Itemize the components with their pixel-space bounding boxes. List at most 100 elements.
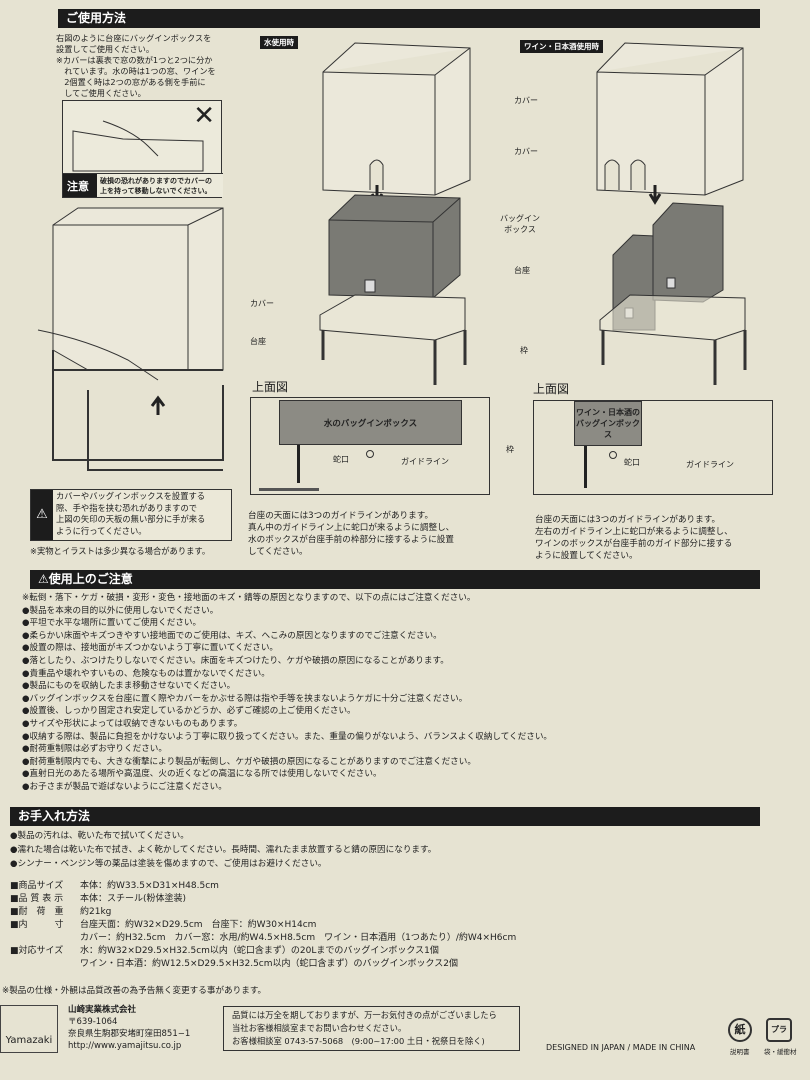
- cover-on-base-illustration: [37, 207, 224, 471]
- usage-intro: 右図のように台座にバッグインボックスを 設置してご使用ください。 ※カバーは裏表…: [56, 33, 216, 99]
- precaution-item: ●平坦で水平な場所に置いてご使用ください。: [22, 618, 202, 629]
- faucet-label: 蛇口: [624, 458, 640, 467]
- caption-line: してください。: [248, 547, 308, 557]
- intro-line: してご使用ください。: [56, 88, 146, 98]
- warning-line: ように行ってください。: [56, 525, 147, 536]
- precaution-item: ●柔らかい床面やキズつきやすい接地面でのご使用は、キズ、へこみの原因となりますの…: [22, 630, 442, 641]
- guideline-label: ガイドライン: [401, 457, 449, 466]
- precaution-item: ●設置後、しっかり固定され安定しているかどうか、必ずご確認の上ご使用ください。: [22, 706, 356, 717]
- precaution-item: ●耐荷重制限内でも、大きな衝撃により製品が転倒し、ケガや破損の原因になることがあ…: [22, 756, 476, 767]
- spec-value: ワイン・日本酒：約W12.5×D29.5×H32.5cm以内（蛇口含まず）のバッ…: [80, 959, 458, 969]
- intro-line: 右図のように台座にバッグインボックスを: [56, 33, 212, 43]
- precaution-item: ●製品を本来の目的以外に使用しないでください。: [22, 605, 219, 616]
- care-item: ●シンナー・ベンジン等の薬品は塗装を傷めますので、ご使用はお避けください。: [10, 859, 327, 869]
- spec-key: [10, 958, 80, 971]
- company-info: 山崎実業株式会社 〒639-1064 奈良県生駒郡安堵町窪田851−1 http…: [68, 1004, 190, 1052]
- usage-header: ご使用方法: [58, 9, 760, 28]
- caption-line: 台座の天面には3つのガイドラインがあります。: [248, 511, 434, 521]
- arrow-down-icon: [297, 445, 300, 483]
- precaution-item: ※転倒・落下・ケガ・破損・変形・変色・接地面のキズ・錆等の原因となりますので、以…: [22, 593, 476, 603]
- specs-table: ■商品サイズ 本体：約W33.5×D31×H48.5cm ■品 質 表 示 本体：ス…: [10, 880, 516, 971]
- spec-row: ■対応サイズ 水：約W32×D29.5×H32.5cm以内（蛇口含まず）の20Lま…: [10, 945, 516, 958]
- spec-row: ■品 質 表 示 本体：スチール(粉体塗装): [10, 893, 516, 906]
- arrow-down-icon: [584, 446, 587, 488]
- spec-row: ■商品サイズ 本体：約W33.5×D31×H48.5cm: [10, 880, 516, 893]
- caution-illustration: ✕ 注意 破損の恐れがありますのでカバーの 上を持って移動しないでください。: [62, 100, 223, 198]
- illustration-note: ※実物とイラストは多少異なる場合があります。: [30, 546, 211, 556]
- spec-value: 水：約W32×D29.5×H32.5cm以内（蛇口含まず）の20Lまでのバッグイ…: [80, 946, 439, 956]
- precaution-item: ●サイズや形状によっては収納できないものもあります。: [22, 718, 243, 729]
- guideline-label: ガイドライン: [686, 460, 734, 469]
- wine-bag-box: ワイン・日本酒の バッグインボックス: [574, 401, 642, 446]
- label-frame: 枠: [520, 346, 528, 355]
- customer-contact-box: 品質には万全を期しておりますが、万一お気付きの点がございましたら 当社お客様相談…: [223, 1006, 520, 1051]
- warning-triangle-icon: ⚠: [31, 490, 53, 540]
- spec-note: ※製品の仕様・外観は品質改善の為予告無く変更する事があります。: [2, 986, 267, 996]
- spec-key: ■商品サイズ: [10, 881, 64, 891]
- precaution-item: ●バッグインボックスを台座に置く際やカバーをかぶせる際は指や手等を挟まないようケ…: [22, 693, 468, 704]
- label-cover-window: カバー: [514, 147, 538, 156]
- caution-label: 注意: [63, 174, 97, 197]
- spec-value: カバー：約H32.5cm カバー窓：水用/約W4.5×H8.5cm ワイン・日本…: [80, 933, 517, 943]
- faucet-label: 蛇口: [333, 455, 349, 464]
- warning-line: 際、手や指を挟む恐れがありますので: [56, 502, 198, 513]
- label-bag-in-box: バッグイン ボックス: [500, 214, 540, 234]
- precaution-item: ●貴重品や壊れやすいもの、危険なものは置かないでください。: [22, 668, 270, 679]
- label-cover: カバー: [250, 299, 274, 308]
- care-list: ●製品の汚れは、乾いた布で拭いてください。 ●濡れた場合は乾いた布で拭き、よく乾…: [10, 829, 436, 871]
- caption-line: 水のボックスが台座手前の枠部分に接するように設置: [248, 535, 454, 545]
- precaution-item: ●耐荷重制限は必ずお守りください。: [22, 744, 167, 755]
- care-item: ●製品の汚れは、乾いた布で拭いてください。: [10, 831, 189, 841]
- caption-line: 左右のガイドライン上に蛇口が来るように調整し、: [535, 527, 733, 537]
- address: 奈良県生駒郡安堵町窪田851−1: [68, 1029, 191, 1039]
- caption-line: 台座の天面には3つのガイドラインがあります。: [535, 515, 721, 525]
- intro-line: れています。水の時は1つの窓、ワインを: [56, 66, 216, 76]
- care-item: ●濡れた場合は乾いた布で拭き、よく乾かしてください。長時間、濡れたまま放置すると…: [10, 845, 437, 855]
- spec-key: ■対応サイズ: [10, 946, 64, 956]
- intro-line: 設置してご使用ください。: [56, 44, 155, 54]
- wine-assembly-drawing: [596, 42, 747, 385]
- plan-title-wine: 上面図: [533, 382, 570, 396]
- spec-row: ■耐 荷 重 約21kg: [10, 906, 516, 919]
- hand-lifting-cover-drawing: [72, 120, 204, 172]
- water-caption: 台座の天面には3つのガイドラインがあります。 真ん中のガイドライン上に蛇口が来る…: [248, 510, 454, 558]
- plan-view-water: 水のバッグインボックス 蛇口 ガイドライン: [250, 397, 490, 495]
- intro-line: ※カバーは裏表で窓の数が1つと2つに分か: [56, 55, 213, 65]
- company-name: 山崎実業株式会社: [68, 1005, 137, 1015]
- precautions-header: ⚠使用上のご注意: [30, 570, 760, 589]
- spec-value: 台座天面：約W32×D29.5cm 台座下：約W30×H14cm: [80, 920, 317, 930]
- precaution-item: ●収納する際は、製品に負担をかけないよう丁寧に取り扱ってください。また、重量の偏…: [22, 731, 553, 742]
- water-use-title: 水使用時: [260, 36, 298, 49]
- origin-text: DESIGNED IN JAPAN / MADE IN CHINA: [546, 1043, 696, 1052]
- paper-recycle-label: 説明書: [730, 1048, 750, 1056]
- caution-text: 上を持って移動しないでください。: [100, 187, 212, 195]
- spec-row: ワイン・日本酒：約W12.5×D29.5×H32.5cm以内（蛇口含まず）のバッ…: [10, 958, 516, 971]
- precautions-list: ※転倒・落下・ケガ・破損・変形・変色・接地面のキズ・錆等の原因となりますので、以…: [22, 592, 552, 794]
- spec-value: 約21kg: [80, 907, 112, 917]
- paper-recycle-icon: 紙: [728, 1018, 752, 1042]
- spec-value: 本体：約W33.5×D31×H48.5cm: [80, 881, 219, 891]
- label-cover-top: カバー: [514, 96, 538, 105]
- plan-title-water: 上面図: [252, 380, 289, 394]
- faucet-icon: [609, 451, 617, 459]
- pinch-warning: ⚠ カバーやバッグインボックスを設置する 際、手や指を挟む恐れがありますので 上…: [30, 489, 232, 541]
- care-header: お手入れ方法: [10, 807, 760, 826]
- website-link[interactable]: http://www.yamajitsu.co.jp: [68, 1041, 182, 1051]
- caption-line: ワインのボックスが台座手前のガイド部分に接する: [535, 539, 733, 549]
- plan-view-wine: ワイン・日本酒の バッグインボックス 蛇口 ガイドライン: [533, 400, 773, 495]
- precaution-item: ●製品にものを収納したまま移動させないでください。: [22, 681, 236, 692]
- caption-line: ように設置してください。: [535, 551, 638, 561]
- warning-line: カバーやバッグインボックスを設置する: [56, 491, 206, 501]
- spec-key: ■品 質 表 示: [10, 894, 64, 904]
- precaution-item: ●設置の際は、接地面がキズつかないよう丁寧に置いてください。: [22, 643, 279, 654]
- wine-caption: 台座の天面には3つのガイドラインがあります。 左右のガイドライン上に蛇口が来るよ…: [535, 514, 733, 562]
- precaution-item: ●落としたり、ぶつけたりしないでください。床面をキズつけたり、ケガや破損の原因に…: [22, 655, 449, 666]
- spec-value: 本体：スチール(粉体塗装): [80, 894, 187, 904]
- faucet-icon: [366, 450, 374, 458]
- postal-code: 〒639-1064: [68, 1017, 118, 1027]
- intro-line: 2個置く時は2つの窓がある側を手前に: [56, 77, 206, 87]
- spec-key: ■耐 荷 重: [10, 907, 64, 917]
- plastic-recycle-label: 袋・緩衝材: [764, 1048, 797, 1056]
- contact-phone: お客様相談室 0743-57-5068 (9:00~17:00 土日・祝祭日を除…: [232, 1036, 485, 1046]
- spec-row: ■内 寸台座天面：約W32×D29.5cm 台座下：約W30×H14cm: [10, 919, 516, 932]
